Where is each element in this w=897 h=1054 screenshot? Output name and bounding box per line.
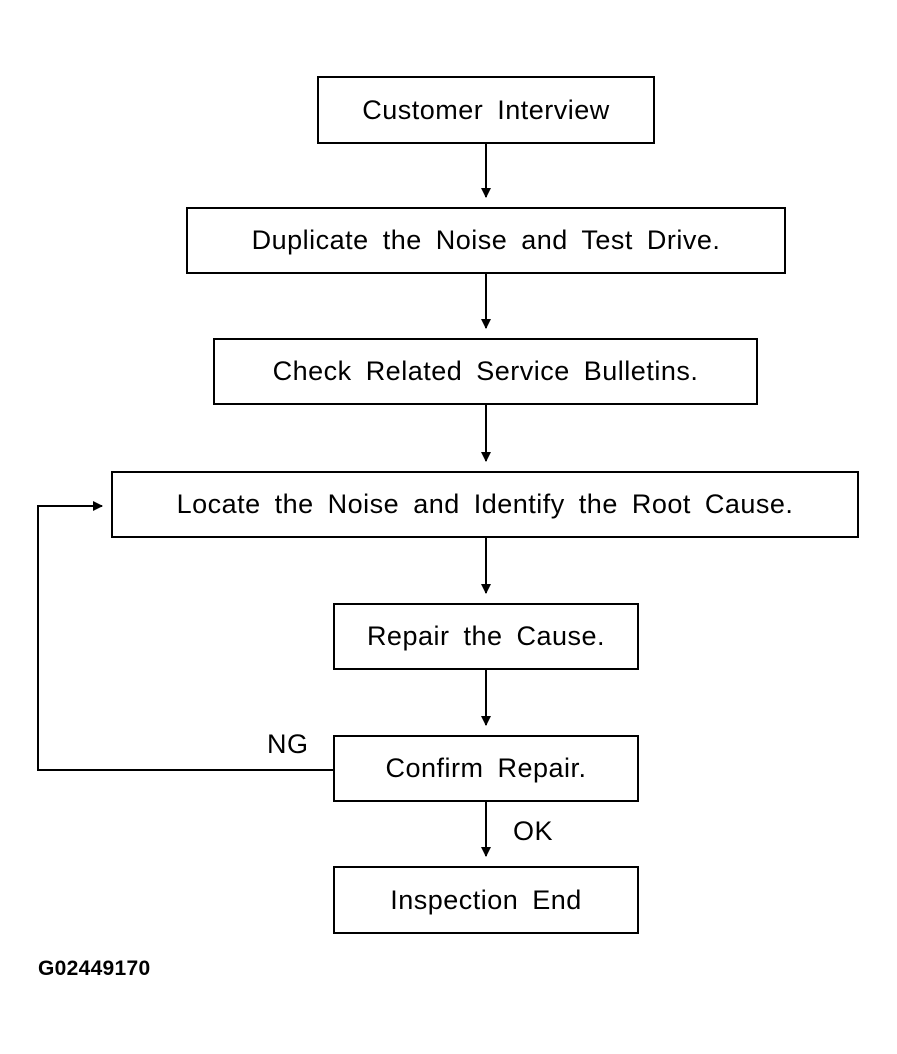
ok-label: OK [513,816,554,846]
step-repair-cause: Repair the Cause. [333,603,639,670]
step-locate-noise: Locate the Noise and Identify the Root C… [111,471,859,538]
step-label: Locate the Noise and Identify the Root C… [176,489,794,519]
step-inspection-end: Inspection End [333,866,639,934]
arrow-ng-loop-back [37,501,333,771]
step-label: Confirm Repair. [385,753,587,783]
step-label: Inspection End [390,884,582,915]
step-label: Duplicate the Noise and Test Drive. [251,225,721,255]
step-label: Customer Interview [362,94,610,125]
ng-label: NG [267,729,309,759]
step-label: Check Related Service Bulletins. [272,356,699,386]
figure-id: G02449170 [38,957,151,980]
step-check-bulletins: Check Related Service Bulletins. [213,338,758,405]
step-duplicate-noise: Duplicate the Noise and Test Drive. [186,207,786,274]
step-confirm-repair: Confirm Repair. [333,735,639,802]
step-label: Repair the Cause. [366,621,606,651]
step-customer-interview: Customer Interview [317,76,655,144]
